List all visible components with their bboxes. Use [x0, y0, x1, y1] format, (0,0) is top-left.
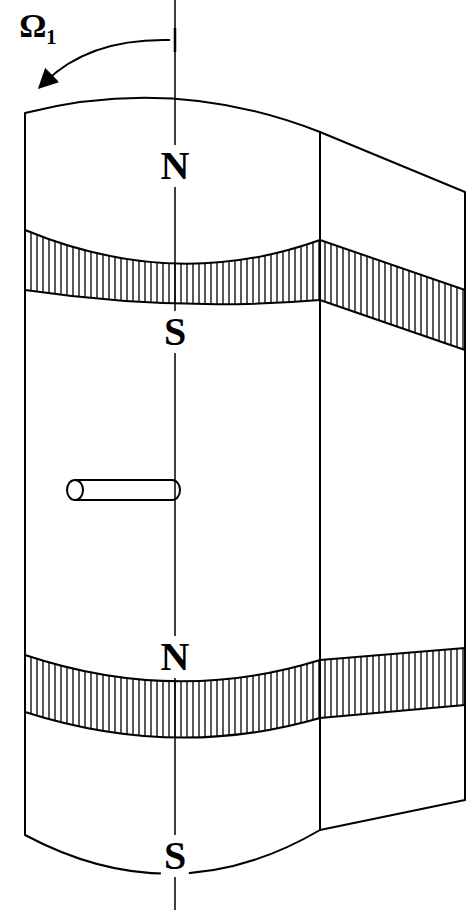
pole-label: S	[161, 311, 189, 353]
pole-label: N	[158, 636, 193, 678]
pole-label: S	[161, 835, 189, 877]
rotation-label: Ω₁	[16, 8, 59, 44]
pole-label: N	[158, 145, 193, 187]
